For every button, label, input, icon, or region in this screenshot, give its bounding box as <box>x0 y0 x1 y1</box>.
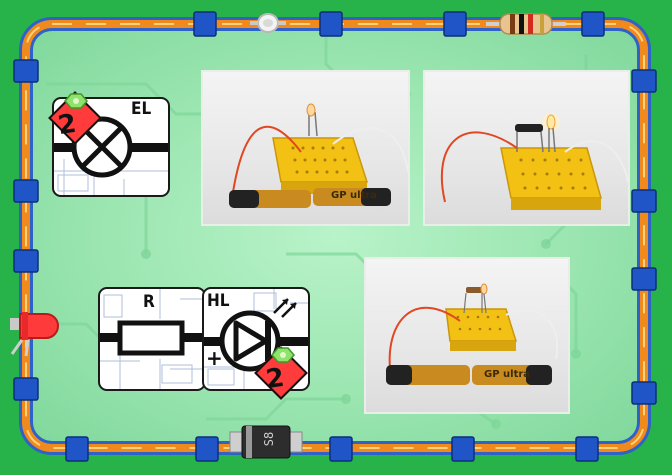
red-led-icon <box>10 312 59 357</box>
battery-brand-text: GP ultra <box>331 190 378 201</box>
breadboard-battery-photo <box>386 283 559 385</box>
led-symbol-card <box>202 287 310 391</box>
lamp-label: EL <box>131 99 152 119</box>
breadboard-led-lit-photo <box>440 113 628 210</box>
lamp-badge-number: 2 <box>56 108 79 142</box>
battery-brand-text: GP ultra <box>484 369 531 380</box>
led-label: HL <box>207 291 230 311</box>
smd-diode-marking: S8 <box>262 431 277 447</box>
resistor-symbol-card <box>98 287 206 391</box>
resistor-icon <box>486 13 566 35</box>
led-badge-number: 2 <box>264 362 287 396</box>
led-polarity-plus: + <box>206 346 223 370</box>
resistor-label: R <box>143 292 155 312</box>
breadboard-battery-photo <box>229 103 408 208</box>
bulb-symbol-icon <box>54 116 168 195</box>
resistor-symbol-icon <box>100 289 204 389</box>
photo-circuit-2 <box>423 70 630 226</box>
smd-diode: S8 <box>226 422 306 462</box>
led-badge-led-icon <box>271 347 295 363</box>
led-symbol-icon <box>204 289 308 389</box>
photo-circuit-1: GP ultra <box>201 70 410 226</box>
lamp-badge-led-icon <box>64 93 88 109</box>
led-icon <box>250 13 286 33</box>
photo-circuit-3: GP ultra <box>364 257 570 414</box>
